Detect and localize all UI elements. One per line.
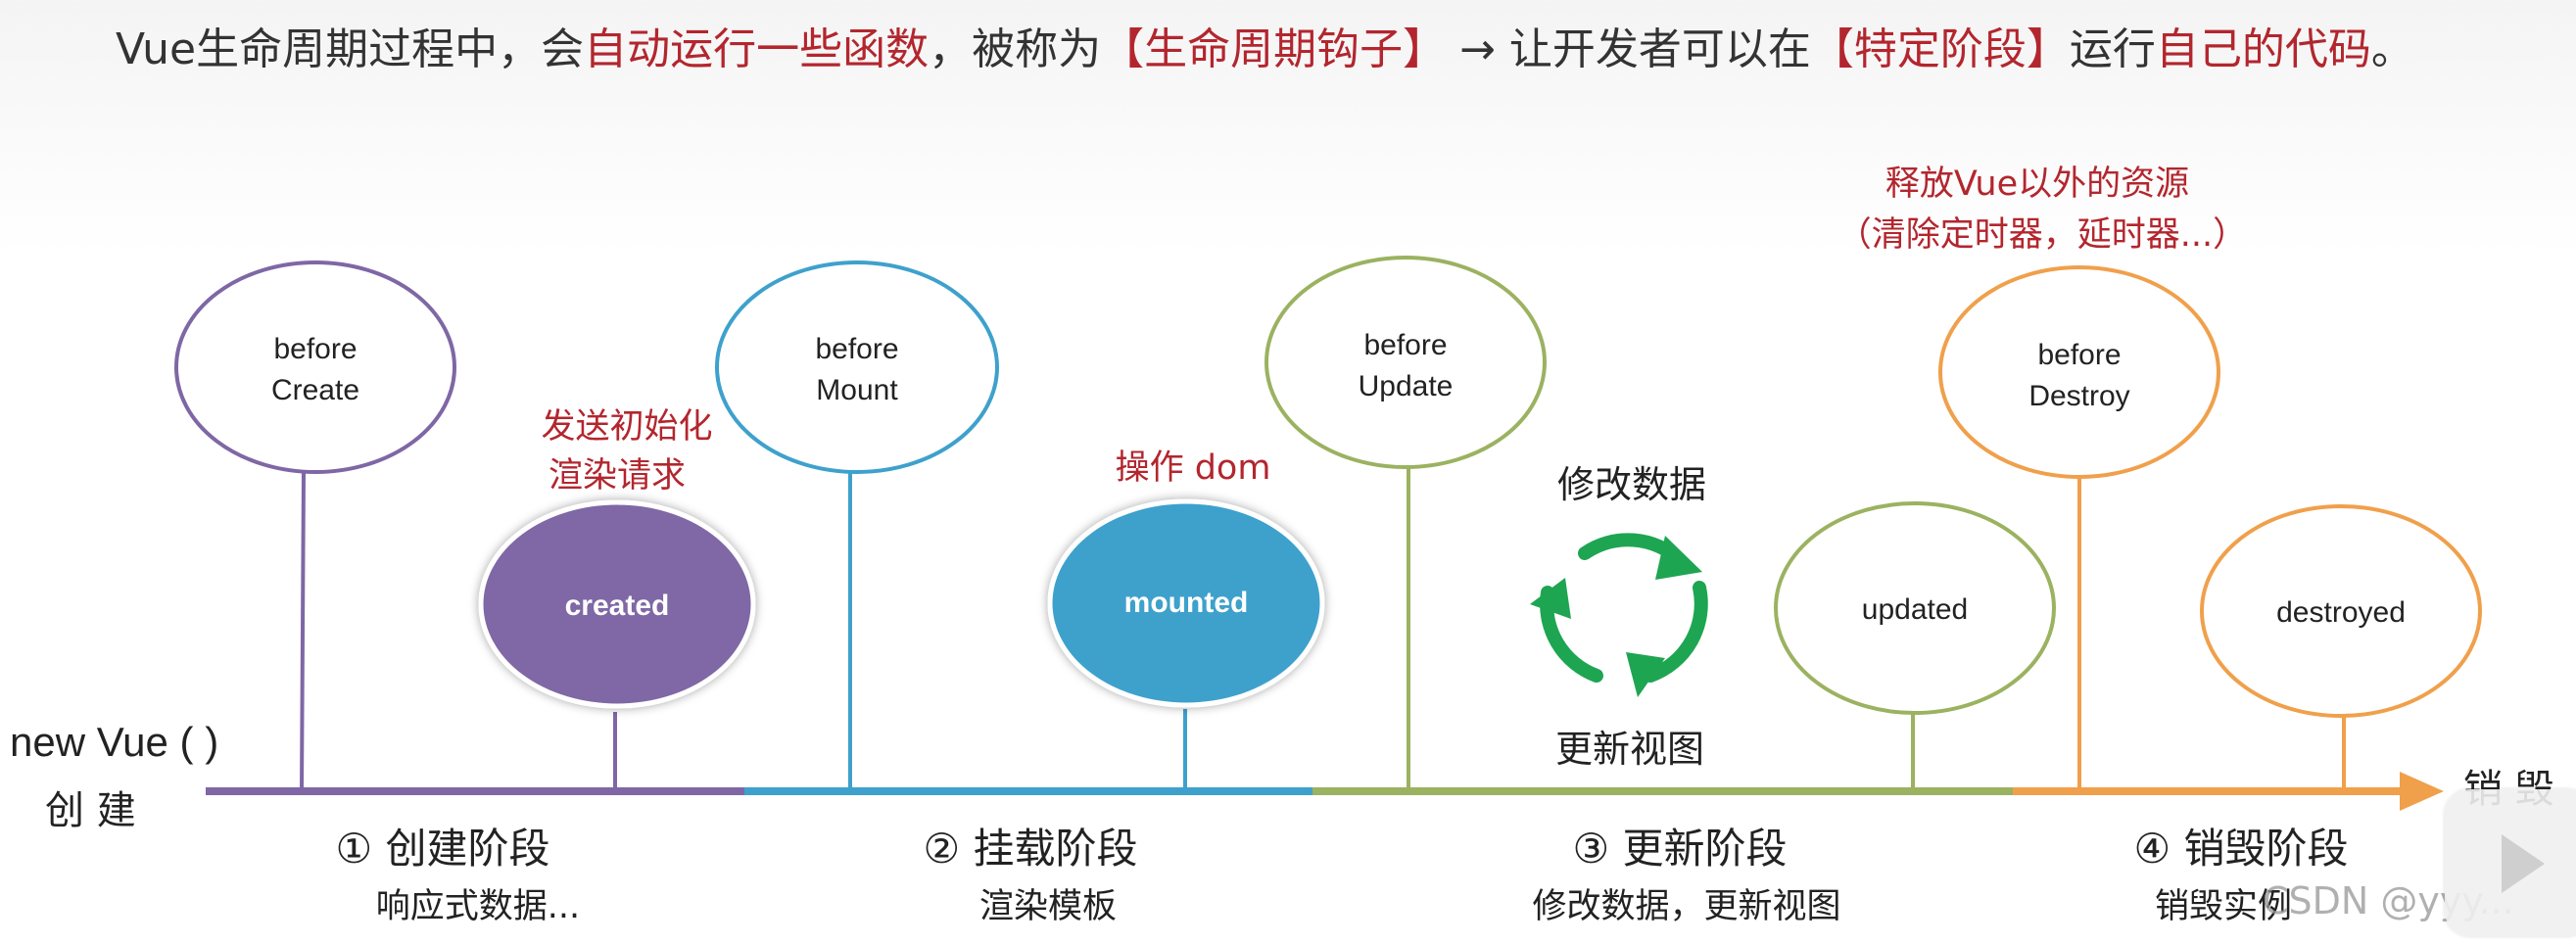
hook-label-before-destroy-2: Destroy — [2028, 380, 2129, 412]
phase-create-title: ① 创建阶段 — [335, 825, 550, 873]
stem-before-create — [300, 471, 306, 792]
phase-destroy-title: ④ 销毁阶段 — [2133, 825, 2349, 873]
hook-mounted — [1047, 498, 1325, 708]
note-created-line1: 发送初始化 — [541, 407, 713, 447]
hook-label-created: created — [565, 590, 670, 622]
headline: Vue生命周期过程中，会自动运行一些函数，被称为【生命周期钩子】 → 让开发者可… — [116, 16, 2545, 84]
hook-label-before-destroy-1: before — [2037, 339, 2121, 371]
start-label-new-vue: new Vue ( ) — [10, 719, 219, 765]
headline-text-1: Vue生命周期过程中，会 — [116, 24, 585, 74]
note-mounted: 操作 dom — [1115, 449, 1271, 488]
hook-destroyed — [2200, 504, 2482, 718]
phase-mount-title: ② 挂载阶段 — [923, 825, 1138, 873]
play-icon — [2502, 834, 2545, 893]
hook-label-destroyed: destroyed — [2276, 596, 2406, 629]
phase-mount-subtitle: 渲染模板 — [978, 887, 1118, 926]
hook-before-create — [174, 260, 456, 474]
phase-destroy-subtitle: 销毁实例 — [2154, 887, 2293, 926]
hook-label-before-mount-2: Mount — [816, 374, 898, 406]
hook-created — [478, 499, 756, 709]
hook-before-mount — [715, 260, 999, 474]
headline-highlight-1: 自动运行一些函数 — [584, 24, 930, 74]
note-destroy-line1: 释放Vue以外的资源 — [1884, 165, 2190, 204]
phase-update-subtitle: 修改数据，更新视图 — [1532, 887, 1841, 926]
hook-label-before-mount-1: before — [815, 333, 898, 365]
hook-updated — [1774, 501, 2056, 715]
headline-highlight-2: 【生命周期钩子】 — [1101, 24, 1447, 74]
phase-create-subtitle: 响应式数据... — [375, 887, 581, 926]
hook-before-destroy — [1938, 265, 2220, 479]
headline-text-5: 。 — [2370, 24, 2414, 74]
headline-highlight-3: 【特定阶段】 — [1810, 24, 2070, 74]
note-destroy-line2: （清除定时器，延时器...） — [1837, 215, 2248, 255]
start-label-create: 创 建 — [45, 788, 136, 833]
play-button[interactable] — [2445, 789, 2576, 936]
cycle-arrowhead-3 — [1530, 578, 1571, 619]
timeline-arrowhead — [2400, 772, 2444, 811]
headline-text-4: 运行 — [2069, 24, 2156, 74]
hook-label-before-create-1: before — [273, 333, 357, 365]
hook-label-before-create-2: Create — [271, 374, 359, 406]
cycle-label-modify-data: 修改数据 — [1556, 463, 1707, 506]
hook-label-before-update-2: Update — [1359, 370, 1454, 402]
cycle-arrowhead-1 — [1655, 536, 1702, 580]
note-created-line2: 渲染请求 — [548, 456, 687, 496]
phase-update-title: ③ 更新阶段 — [1572, 825, 1788, 873]
hook-label-before-update-1: before — [1363, 329, 1447, 361]
headline-text-3: → 让开发者可以在 — [1446, 24, 1811, 74]
hook-label-updated: updated — [1862, 593, 1968, 626]
headline-text-2: ，被称为 — [929, 24, 1102, 74]
cycle-label-update-view: 更新视图 — [1554, 728, 1705, 771]
hook-before-update — [1264, 256, 1547, 469]
cycle-arc-right — [1644, 581, 1708, 683]
headline-highlight-4: 自己的代码 — [2155, 24, 2371, 74]
cycle-arrowhead-2 — [1626, 652, 1665, 697]
hook-label-mounted: mounted — [1124, 587, 1249, 619]
